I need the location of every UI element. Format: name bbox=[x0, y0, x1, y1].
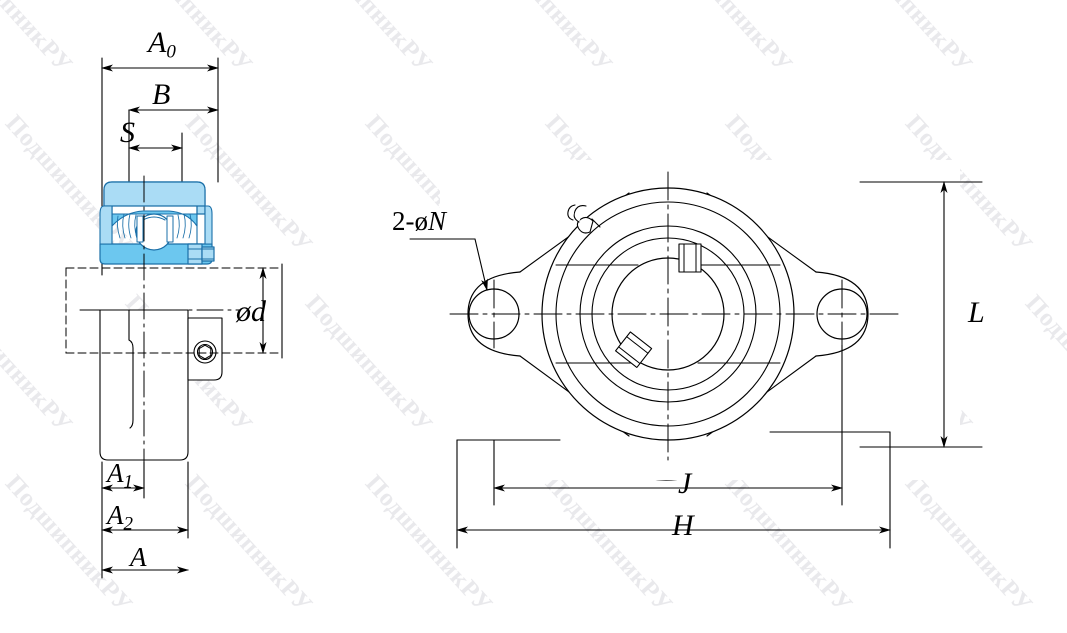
label-h: H bbox=[672, 509, 694, 542]
set-screw-front-lower-left bbox=[615, 331, 653, 369]
label-a: A bbox=[130, 542, 147, 572]
label-a2: A2 bbox=[107, 500, 133, 535]
label-a0: A0 bbox=[148, 26, 176, 63]
dim-l bbox=[859, 181, 983, 448]
od-extension-lines bbox=[65, 267, 283, 354]
label-l: L bbox=[968, 296, 985, 329]
dim-h bbox=[456, 431, 891, 549]
bearing-insert bbox=[99, 181, 213, 265]
dim-j bbox=[493, 344, 843, 506]
set-screw-side bbox=[187, 243, 215, 265]
leader-2-on bbox=[409, 238, 488, 291]
grease-fitting bbox=[567, 204, 601, 234]
set-screw-front-top bbox=[678, 243, 702, 273]
side-housing-body bbox=[99, 309, 223, 461]
label-s: S bbox=[120, 116, 135, 149]
label-2-on: 2-øN bbox=[392, 206, 447, 236]
label-od: ød bbox=[236, 295, 266, 328]
label-b: B bbox=[152, 78, 171, 111]
set-screw-hex-side bbox=[193, 340, 217, 364]
label-a1: A1 bbox=[107, 458, 133, 493]
front-view-centerlines bbox=[449, 171, 901, 461]
side-view-bottom-extensions bbox=[101, 461, 189, 579]
label-j: J bbox=[678, 467, 692, 500]
